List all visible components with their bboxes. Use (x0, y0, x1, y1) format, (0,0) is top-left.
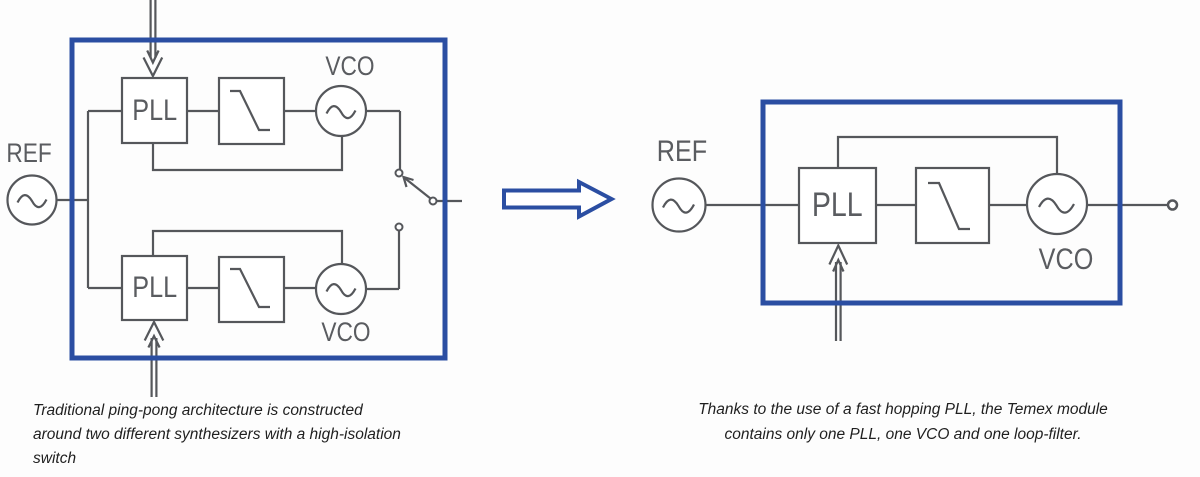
left-caption: Traditional ping-pong architecture is co… (33, 399, 473, 471)
left-module-outline (69, 37, 448, 361)
loop-filter-box (914, 166, 991, 245)
ref-label-right: REF (656, 135, 708, 168)
lowpass-filter-icon (230, 89, 270, 132)
pll-box (120, 254, 189, 322)
ref-oscillator-left (6, 174, 58, 226)
right-module (651, 99, 1179, 341)
switch-arm-arrowhead (401, 175, 414, 188)
output-terminal (1166, 199, 1179, 211)
caption-line: switch (33, 450, 77, 467)
feedback-wire (151, 137, 344, 172)
caption-line: Traditional ping-pong architecture is co… (33, 402, 363, 419)
pll-label-text: PLL (132, 93, 177, 127)
control-input-arrow-bottom (143, 319, 165, 397)
pll-label-right: PLL (799, 168, 876, 243)
lowpass-filter-icon (928, 181, 970, 231)
feedback-wire (151, 229, 344, 264)
lowpass-filter-icon (230, 267, 270, 309)
feedback-wire (836, 135, 1059, 175)
vco-label-left-top: VCO (325, 51, 375, 81)
vco-label-right: VCO (1038, 243, 1094, 276)
sine-wave-icon (16, 194, 48, 209)
right-module-outline (760, 99, 1123, 306)
pll-box (797, 166, 878, 245)
sine-wave-icon (662, 198, 695, 214)
loop-filter-box (217, 76, 286, 146)
sine-wave-icon (325, 105, 357, 120)
loop-filter-box (217, 255, 286, 324)
left-bottom-chain (120, 229, 401, 324)
control-input-arrow-top (142, 0, 164, 79)
pll-box (120, 76, 189, 145)
left-input-wires (56, 109, 122, 290)
caption-line: Thanks to the use of a fast hopping PLL,… (698, 401, 1108, 418)
sine-wave-icon (1038, 197, 1075, 214)
caption-line: contains only one PLL, one VCO and one l… (724, 426, 1082, 443)
right-wires (705, 135, 1168, 207)
vco-label-left-bottom: VCO (321, 317, 371, 347)
switch-arm (403, 176, 432, 200)
sine-wave-icon (325, 283, 357, 298)
left-top-chain (120, 76, 402, 172)
vco-oscillator (314, 84, 368, 138)
ref-oscillator-right (651, 177, 707, 233)
spdt-switch (394, 168, 462, 232)
transform-arrow (502, 178, 616, 220)
vco-oscillator (314, 262, 368, 316)
pll-label-left-top: PLL (122, 78, 187, 143)
pll-label-text: PLL (812, 186, 863, 224)
left-module (6, 0, 462, 397)
caption-line: around two different synthesizers with a… (33, 426, 401, 443)
right-caption: Thanks to the use of a fast hopping PLL,… (652, 397, 1154, 447)
ref-label-left: REF (6, 138, 52, 168)
vco-oscillator (1025, 172, 1089, 236)
control-input-arrow (828, 242, 849, 341)
pll-label-text: PLL (132, 271, 177, 304)
pll-label-left-bottom: PLL (122, 256, 187, 320)
